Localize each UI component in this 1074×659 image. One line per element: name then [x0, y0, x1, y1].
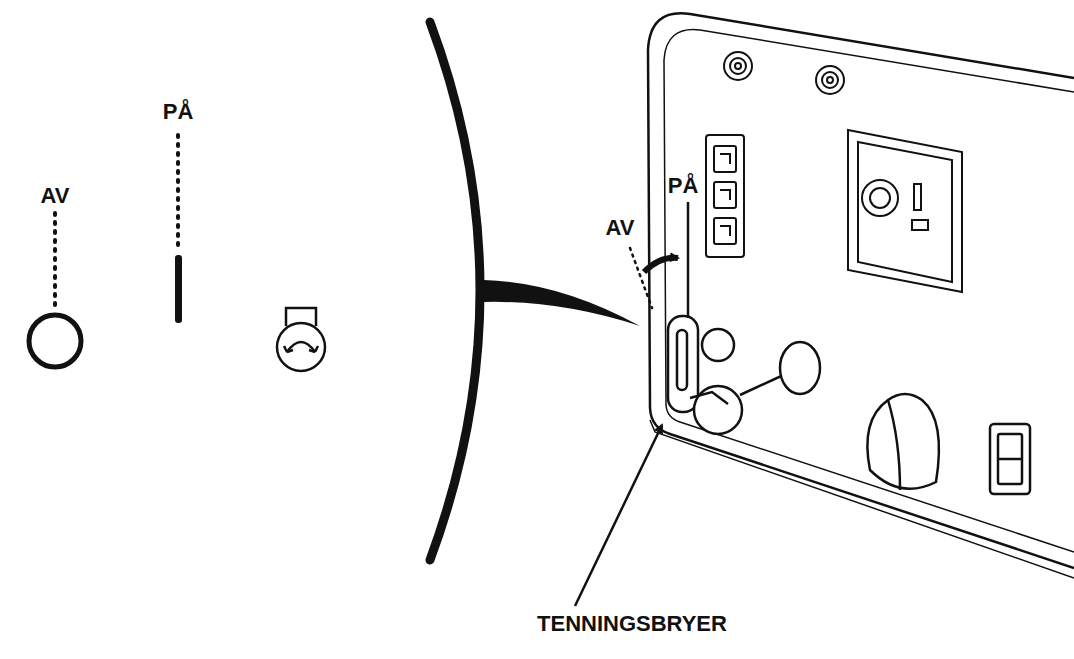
control-panel: [648, 13, 1074, 578]
start-symbol: [277, 308, 325, 371]
ignition-switch: [668, 316, 820, 434]
magnifier-arc: [430, 22, 640, 560]
dc-outlets: [706, 135, 744, 257]
on-symbol: [175, 130, 182, 323]
switch-position-label: AV: [606, 216, 635, 240]
rocker-switch: [990, 424, 1030, 494]
choke-knob: [867, 394, 939, 490]
switch-position-label: PÅ: [668, 174, 699, 198]
switch-position-label: AV: [41, 184, 70, 208]
leader-line: [575, 425, 662, 606]
switch-position-marks: [630, 202, 688, 318]
indicator-lamps: [724, 52, 844, 94]
part-name: TENNINGSBRYER: [537, 612, 727, 636]
switch-position-label: PÅ: [163, 100, 194, 124]
ac-socket: [848, 130, 962, 292]
off-symbol: [29, 212, 81, 367]
